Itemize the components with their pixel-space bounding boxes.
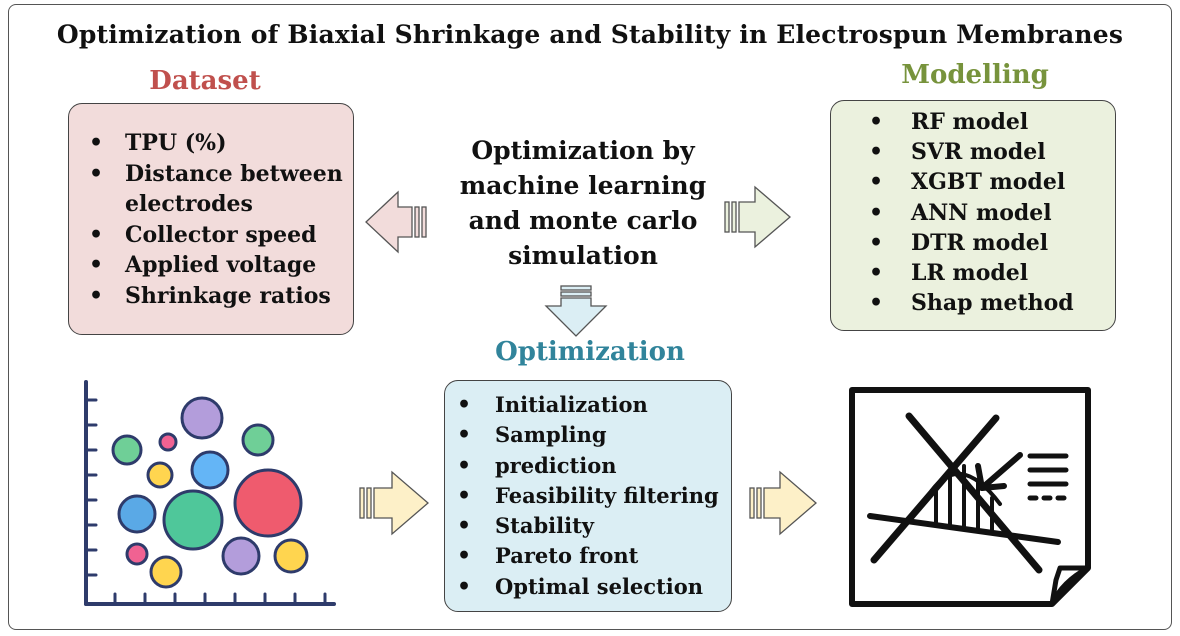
dataset-item: Applied voltage xyxy=(89,250,353,281)
arrow-right-icon xyxy=(724,185,791,249)
dataset-item: Shrinkage ratios xyxy=(89,281,353,312)
modelling-title: Modelling xyxy=(901,60,1049,90)
dataset-item: Collector speed xyxy=(89,220,353,251)
modelling-box: RF model SVR model XGBT model ANN model … xyxy=(830,100,1116,331)
optimization-item: Initialization xyxy=(457,390,731,421)
modelling-item: ANN model xyxy=(869,198,1115,228)
arrow-left-icon xyxy=(365,190,427,254)
optimization-item: prediction xyxy=(457,451,731,482)
diagram-title: Optimization of Biaxial Shrinkage and St… xyxy=(56,20,1124,49)
optimization-box: Initialization Sampling prediction Feasi… xyxy=(444,380,732,612)
bubble-chart-icon xyxy=(84,380,336,606)
optimization-list: Initialization Sampling prediction Feasi… xyxy=(445,381,731,602)
arrow-down-icon xyxy=(544,285,608,337)
dataset-list: TPU (%) Distance between electrodes Coll… xyxy=(69,104,353,311)
optimization-item: Stability xyxy=(457,511,731,542)
modelling-item: SVR model xyxy=(869,137,1115,167)
center-description: Optimization by machine learning and mon… xyxy=(459,136,707,270)
dataset-item: TPU (%) xyxy=(89,128,353,159)
optimization-item: Feasibility filtering xyxy=(457,481,731,512)
modelling-list: RF model SVR model XGBT model ANN model … xyxy=(831,101,1115,319)
modelling-item: RF model xyxy=(869,107,1115,137)
modelling-item: Shap method xyxy=(869,288,1115,318)
modelling-item: LR model xyxy=(869,258,1115,288)
dataset-title: Dataset xyxy=(149,66,261,96)
optimization-item: Sampling xyxy=(457,420,731,451)
arrow-right-yellow-icon xyxy=(359,470,429,536)
dataset-box: TPU (%) Distance between electrodes Coll… xyxy=(68,103,354,335)
dataset-item: Distance between electrodes xyxy=(89,159,353,220)
optimization-title: Optimization xyxy=(495,337,685,367)
modelling-item: DTR model xyxy=(869,228,1115,258)
arrow-right-yellow-icon xyxy=(749,470,817,536)
optimization-item: Pareto front xyxy=(457,541,731,572)
pareto-front-document-icon xyxy=(849,387,1091,607)
modelling-item: XGBT model xyxy=(869,167,1115,197)
optimization-item: Optimal selection xyxy=(457,572,731,603)
